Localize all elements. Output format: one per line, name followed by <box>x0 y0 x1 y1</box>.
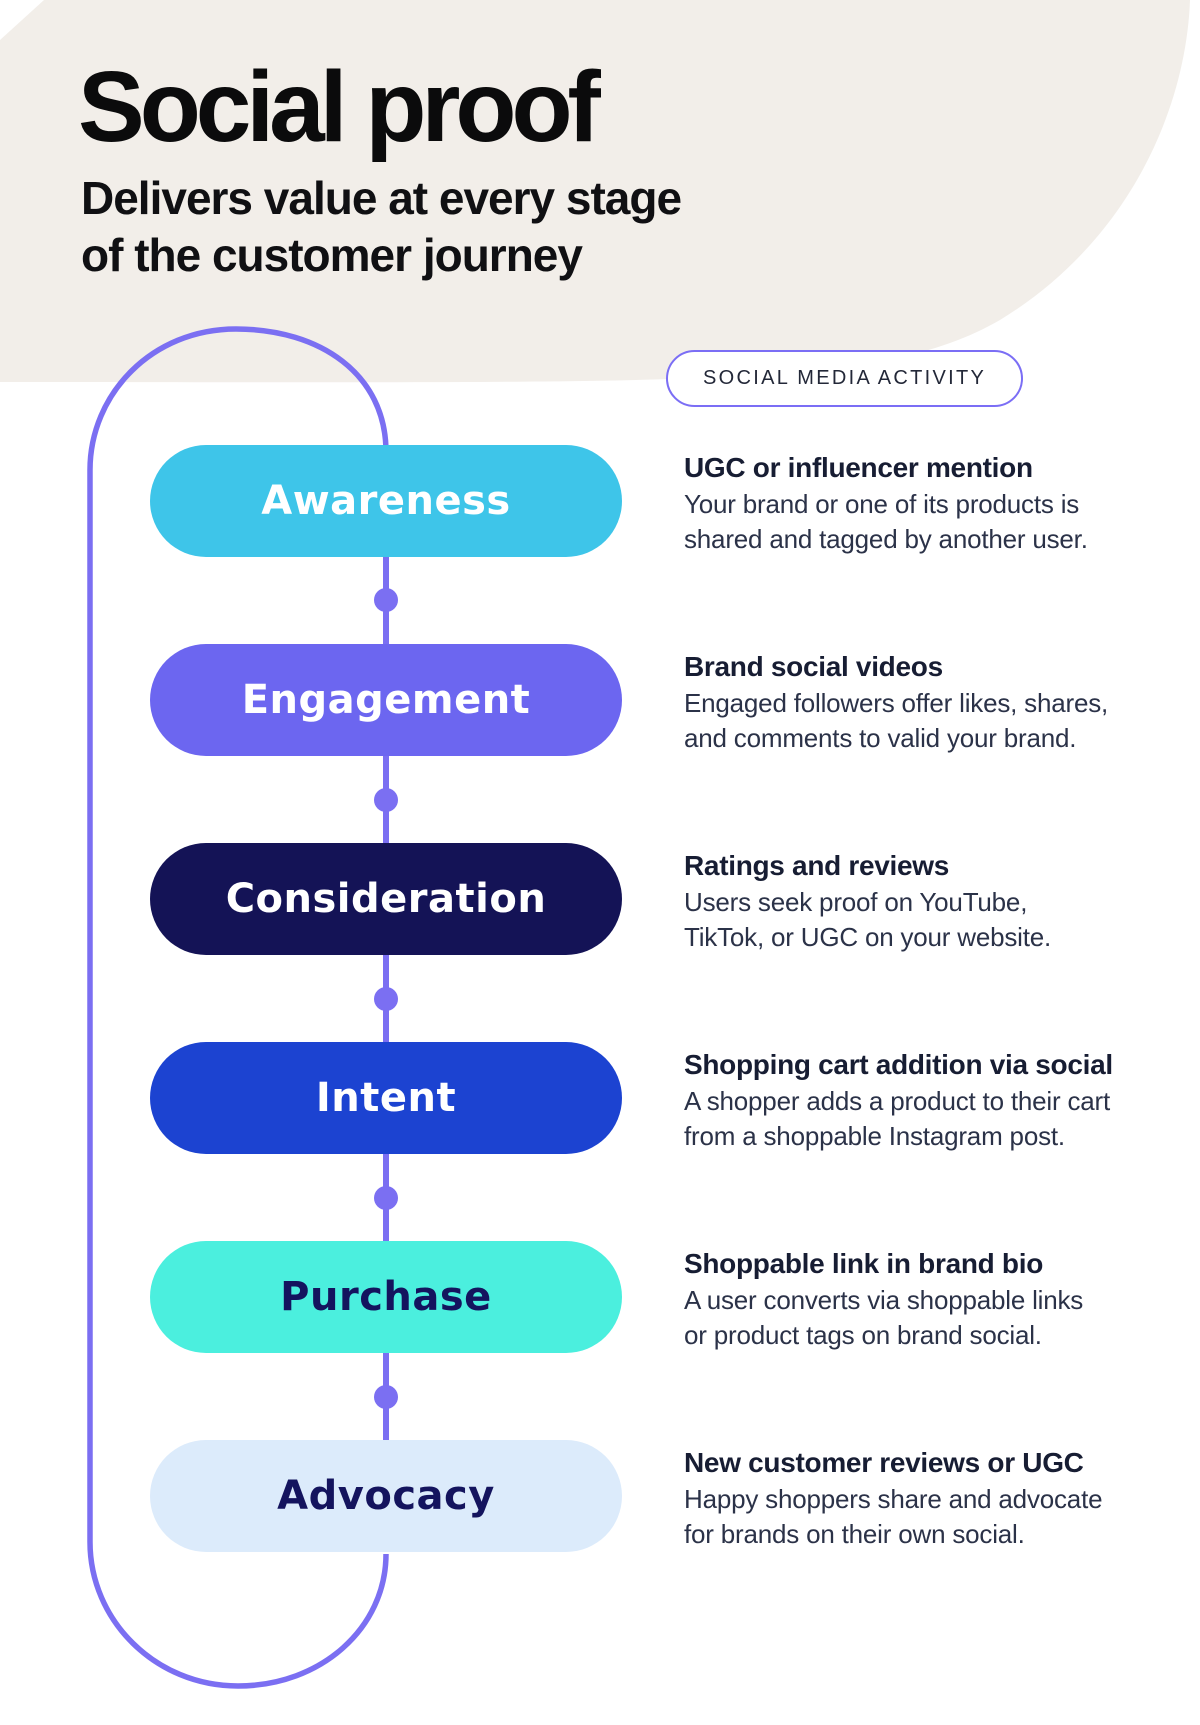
activity-title: UGC or influencer mention <box>684 452 1033 483</box>
stage-pill-label: Awareness <box>261 478 511 524</box>
stage-pill-label: Advocacy <box>277 1473 495 1519</box>
social-media-activity-badge-label: SOCIAL MEDIA ACTIVITY <box>703 367 987 389</box>
stage-pill-advocacy: Advocacy <box>150 1440 622 1552</box>
activity-line: TikTok, or UGC on your website. <box>684 922 1052 952</box>
activity-block-advocacy: New customer reviews or UGC Happy shoppe… <box>684 1446 1164 1552</box>
stage-pill-consideration: Consideration <box>150 843 622 955</box>
activity-line: A shopper adds a product to their cart <box>684 1086 1110 1116</box>
stage-pill-label: Engagement <box>241 677 531 723</box>
activity-line: from a shoppable Instagram post. <box>684 1121 1065 1151</box>
activity-line: Engaged followers offer likes, shares, <box>684 688 1109 718</box>
activity-line: A user converts via shoppable links <box>684 1285 1084 1315</box>
connector-dot <box>374 987 398 1011</box>
stage-pill-label: Intent <box>315 1075 457 1121</box>
stage-pill-intent: Intent <box>150 1042 622 1154</box>
page-title: Social proof <box>78 51 601 163</box>
activity-line: Your brand or one of its products is <box>684 489 1080 519</box>
activity-block-awareness: UGC or influencer mention Your brand or … <box>684 451 1164 557</box>
connector-dot <box>374 1186 398 1210</box>
stage-pill-label: Purchase <box>280 1274 492 1320</box>
stage-pill-awareness: Awareness <box>150 445 622 557</box>
activity-line: for brands on their own social. <box>684 1519 1025 1549</box>
stage-pill-label: Consideration <box>225 876 547 922</box>
connector-dot <box>374 788 398 812</box>
stage-pill-purchase: Purchase <box>150 1241 622 1353</box>
activity-block-purchase: Shoppable link in brand bio A user conve… <box>684 1247 1164 1353</box>
activity-title: Ratings and reviews <box>684 850 950 881</box>
activity-block-intent: Shopping cart addition via social A shop… <box>684 1048 1164 1154</box>
activity-block-engagement: Brand social videos Engaged followers of… <box>684 650 1164 756</box>
activity-line: shared and tagged by another user. <box>684 524 1088 554</box>
activity-line: Happy shoppers share and advocate <box>684 1484 1103 1514</box>
activity-title: Shoppable link in brand bio <box>684 1248 1044 1279</box>
activity-title: New customer reviews or UGC <box>684 1447 1084 1478</box>
activity-title: Brand social videos <box>684 651 943 682</box>
page-subtitle-line2: of the customer journey <box>81 229 583 281</box>
page-subtitle-line1: Delivers value at every stage <box>81 172 682 224</box>
activity-block-consideration: Ratings and reviews Users seek proof on … <box>684 849 1164 955</box>
activity-line: Users seek proof on YouTube, <box>684 887 1028 917</box>
connector-dot <box>374 588 398 612</box>
activity-title: Shopping cart addition via social <box>684 1049 1113 1080</box>
stage-pill-engagement: Engagement <box>150 644 622 756</box>
connector-dot <box>374 1385 398 1409</box>
activity-line: and comments to valid your brand. <box>684 723 1077 753</box>
page-subtitle: Delivers value at every stage of the cus… <box>81 170 682 284</box>
activity-line: or product tags on brand social. <box>684 1320 1042 1350</box>
social-media-activity-badge: SOCIAL MEDIA ACTIVITY <box>666 350 1024 407</box>
